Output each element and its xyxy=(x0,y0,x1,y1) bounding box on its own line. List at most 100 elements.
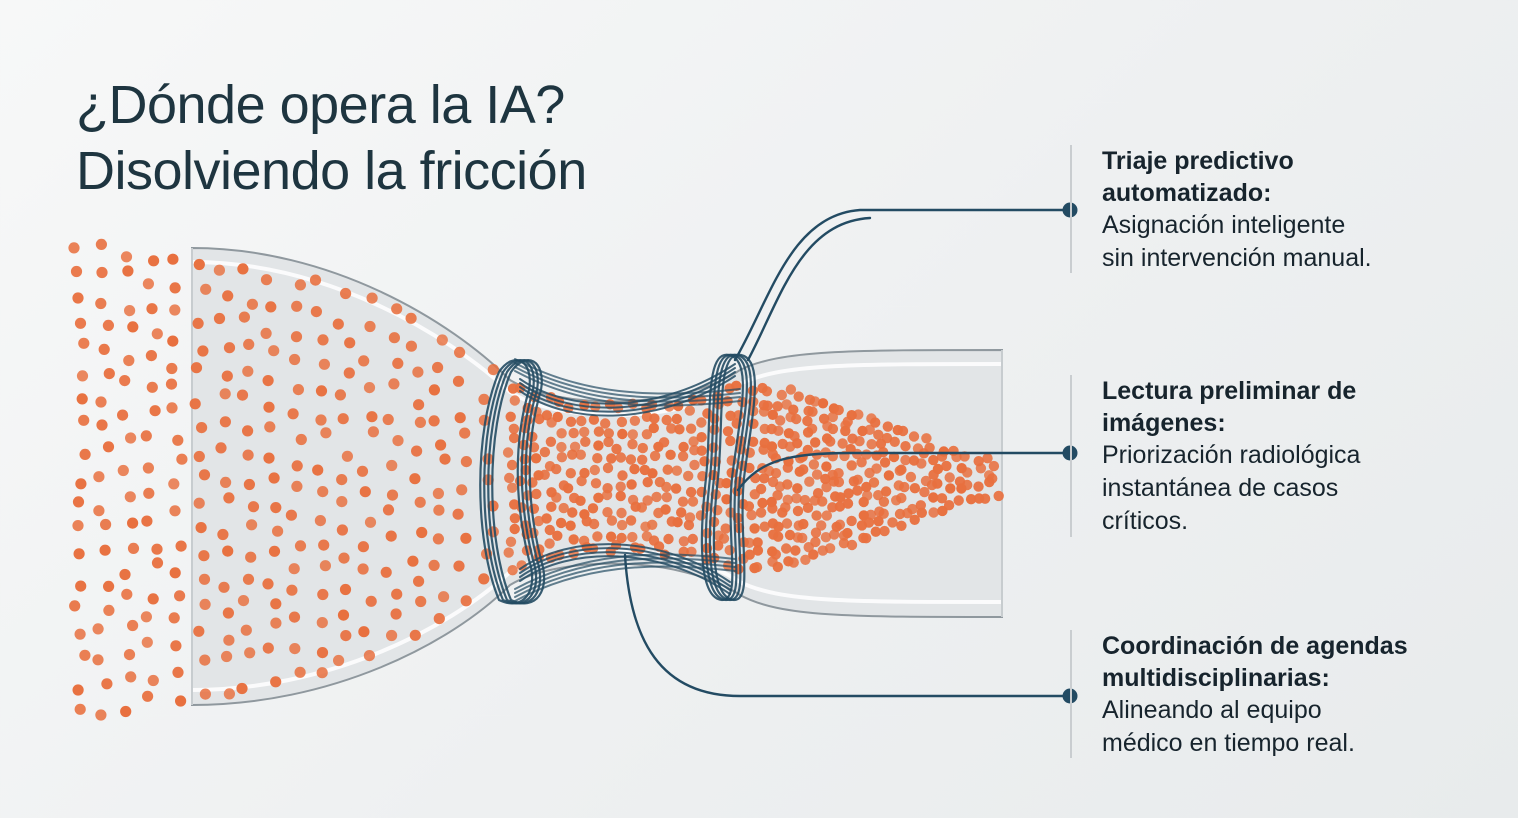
particle xyxy=(268,472,280,484)
particle xyxy=(776,389,787,401)
particle xyxy=(146,381,158,393)
particle xyxy=(413,399,425,411)
particle xyxy=(72,520,84,532)
particle xyxy=(602,462,614,474)
callout-desc-line: Priorización radiológica xyxy=(1102,441,1361,469)
particle xyxy=(593,440,604,451)
particle xyxy=(837,438,848,449)
particle xyxy=(770,549,781,560)
particle xyxy=(900,454,911,466)
particle xyxy=(751,562,763,573)
particle xyxy=(856,457,867,468)
particle xyxy=(217,528,229,541)
particle xyxy=(294,666,306,678)
particle xyxy=(213,264,225,276)
particle xyxy=(558,502,569,514)
particle xyxy=(127,517,139,529)
particle xyxy=(788,404,799,415)
particle xyxy=(315,385,328,397)
particle xyxy=(587,503,599,514)
particle xyxy=(452,375,465,387)
particle xyxy=(358,626,370,638)
particle xyxy=(627,439,638,450)
particle xyxy=(689,459,700,471)
particle xyxy=(720,523,731,534)
particle xyxy=(531,488,542,500)
particle xyxy=(405,312,417,324)
particle xyxy=(744,537,755,548)
particle xyxy=(223,688,235,700)
particle xyxy=(385,530,397,542)
particle xyxy=(333,654,345,667)
particle xyxy=(243,478,255,491)
particle xyxy=(341,450,353,462)
particle xyxy=(127,321,139,333)
particle xyxy=(169,505,181,517)
particle xyxy=(854,436,865,447)
particle xyxy=(565,468,576,479)
particle xyxy=(677,451,689,462)
particle xyxy=(541,513,552,524)
particle xyxy=(198,550,210,562)
particle xyxy=(724,545,735,556)
particle xyxy=(391,303,403,315)
particle xyxy=(888,451,900,463)
cable-strand xyxy=(519,547,731,587)
particle xyxy=(316,647,329,659)
callout-desc-line: instantánea de casos xyxy=(1102,474,1339,502)
particle xyxy=(166,402,178,414)
particle xyxy=(95,709,107,721)
particle xyxy=(74,317,87,329)
particle xyxy=(332,318,344,330)
particle xyxy=(363,382,376,394)
particle xyxy=(721,478,732,489)
particle xyxy=(767,409,778,420)
particle xyxy=(809,396,821,407)
particle xyxy=(678,441,689,453)
particle xyxy=(696,445,707,456)
particle xyxy=(242,365,254,377)
particle xyxy=(290,331,303,343)
particle xyxy=(388,378,400,390)
particle xyxy=(506,459,518,471)
particle xyxy=(92,654,104,666)
particle xyxy=(629,415,641,426)
particle xyxy=(663,533,674,545)
particle xyxy=(289,643,301,655)
connectors xyxy=(623,202,1078,704)
particle xyxy=(433,613,445,625)
particle xyxy=(312,464,324,476)
particle xyxy=(838,538,850,549)
particle xyxy=(509,513,521,524)
particle xyxy=(242,573,255,585)
particle xyxy=(365,595,377,607)
particle xyxy=(487,364,499,376)
particle xyxy=(530,453,542,464)
particle xyxy=(611,443,622,455)
particle xyxy=(72,292,84,304)
particle xyxy=(834,501,846,512)
particle xyxy=(662,464,673,475)
particle xyxy=(103,604,115,617)
particle xyxy=(590,478,602,489)
particle xyxy=(861,481,872,493)
particle xyxy=(661,481,672,493)
particle xyxy=(603,428,614,439)
particle xyxy=(843,488,854,499)
particle xyxy=(767,503,778,514)
particle xyxy=(593,426,605,437)
particle xyxy=(336,496,348,508)
funnel-edge-bottom xyxy=(191,548,1003,692)
particle xyxy=(165,378,178,390)
particle xyxy=(993,490,1004,502)
particle xyxy=(827,423,839,435)
particle xyxy=(919,486,930,498)
particle xyxy=(309,274,322,286)
particle xyxy=(909,514,920,525)
particle xyxy=(817,398,829,409)
particle xyxy=(824,543,836,554)
particle xyxy=(504,472,515,484)
particle xyxy=(965,494,977,505)
particle xyxy=(747,385,759,396)
particle xyxy=(193,450,205,463)
